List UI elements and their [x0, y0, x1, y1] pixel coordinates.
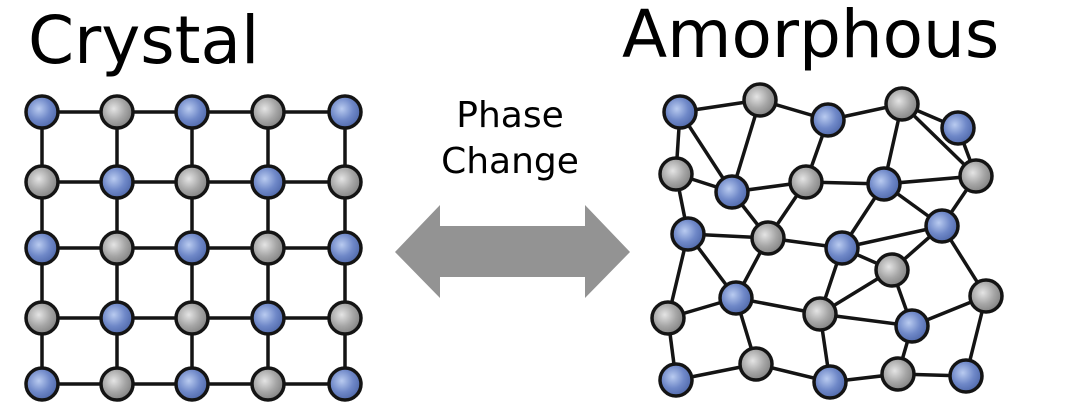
- gray-atom: [750, 220, 786, 256]
- blue-atom: [658, 362, 694, 398]
- blue-atom: [810, 102, 846, 138]
- phase-change-label-line-2: Change: [441, 141, 579, 182]
- gray-atom: [742, 82, 778, 118]
- gray-atom: [738, 346, 774, 382]
- blue-atom: [948, 358, 984, 394]
- gray-atom: [99, 366, 135, 402]
- gray-atom: [880, 356, 916, 392]
- gray-atom: [327, 164, 363, 200]
- amorphous-network: [650, 82, 1004, 400]
- blue-atom: [174, 94, 210, 130]
- blue-atom: [812, 364, 848, 400]
- crystal-lattice: [24, 94, 363, 402]
- gray-atom: [802, 296, 838, 332]
- gray-atom: [250, 94, 286, 130]
- blue-atom: [327, 366, 363, 402]
- gray-atom: [250, 366, 286, 402]
- blue-atom: [250, 300, 286, 336]
- blue-atom: [714, 174, 750, 210]
- gray-atom: [650, 300, 686, 336]
- blue-atom: [662, 94, 698, 130]
- gray-atom: [968, 278, 1004, 314]
- gray-atom: [658, 156, 694, 192]
- blue-atom: [924, 208, 960, 244]
- gray-atom: [174, 300, 210, 336]
- amorphous-atoms: [650, 82, 1004, 400]
- gray-atom: [174, 164, 210, 200]
- amorphous-title: Amorphous: [622, 0, 1000, 73]
- gray-atom: [884, 86, 920, 122]
- crystal-atoms: [24, 94, 363, 402]
- blue-atom: [866, 166, 902, 202]
- gray-atom: [958, 158, 994, 194]
- blue-atom: [24, 230, 60, 266]
- blue-atom: [174, 230, 210, 266]
- blue-atom: [24, 94, 60, 130]
- blue-atom: [670, 216, 706, 252]
- crystal-title: Crystal: [28, 2, 260, 79]
- gray-atom: [99, 94, 135, 130]
- blue-atom: [327, 94, 363, 130]
- gray-atom: [99, 230, 135, 266]
- blue-atom: [718, 280, 754, 316]
- phase-change-label-line-1: Phase: [456, 95, 564, 136]
- blue-atom: [327, 230, 363, 266]
- gray-atom: [24, 300, 60, 336]
- blue-atom: [99, 300, 135, 336]
- gray-atom: [788, 164, 824, 200]
- blue-atom: [24, 366, 60, 402]
- gray-atom: [24, 164, 60, 200]
- gray-atom: [327, 300, 363, 336]
- blue-atom: [894, 308, 930, 344]
- blue-atom: [99, 164, 135, 200]
- blue-atom: [174, 366, 210, 402]
- blue-atom: [824, 230, 860, 266]
- gray-atom: [874, 252, 910, 288]
- double-headed-arrow-icon: [395, 205, 630, 298]
- blue-atom: [940, 110, 976, 146]
- blue-atom: [250, 164, 286, 200]
- gray-atom: [250, 230, 286, 266]
